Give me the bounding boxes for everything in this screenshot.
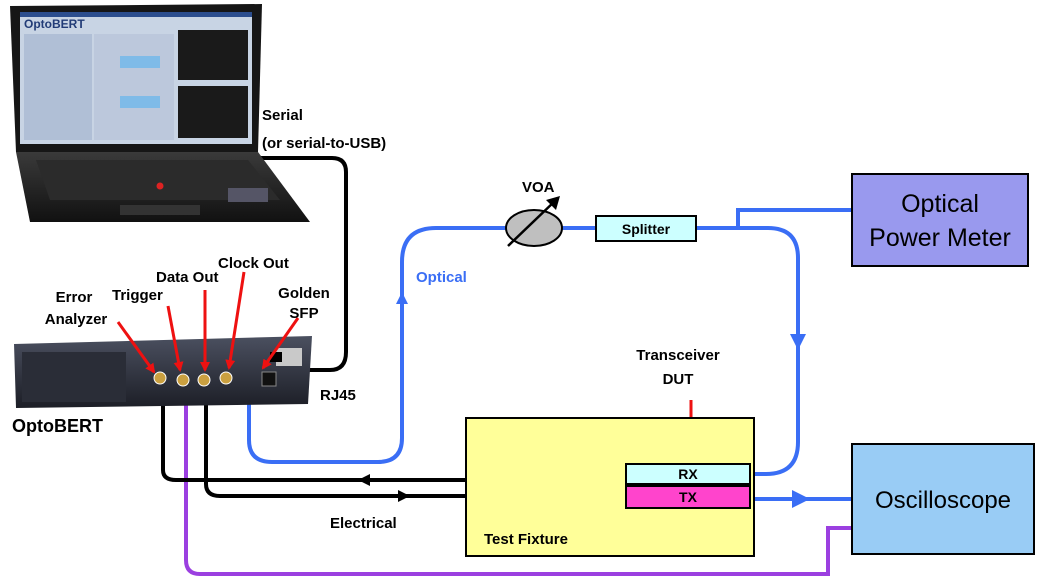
arrow-trigger [166, 305, 184, 372]
label-optobert: OptoBERT [12, 416, 103, 436]
port-error [153, 371, 167, 385]
screen-app-title: OptoBERT [24, 17, 85, 31]
label-serial-note: (or serial-to-USB) [262, 135, 386, 152]
oscilloscope [851, 443, 1035, 555]
label-electrical: Electrical [330, 515, 397, 532]
tx-port [625, 485, 751, 509]
label-optical: Optical [416, 269, 467, 286]
electrical-line-rx [161, 388, 626, 482]
voa [505, 196, 563, 247]
label-oscilloscope: Oscilloscope [875, 487, 1011, 514]
label-splitter: Splitter [622, 221, 671, 237]
label-golden-line2: SFP [289, 305, 318, 322]
electrical-line-tx [204, 388, 626, 498]
arrow-error [116, 321, 156, 374]
arrow-golden [261, 317, 300, 370]
label-rx: RX [678, 466, 698, 482]
splitter-box [595, 215, 697, 242]
label-meter-line2: Power Meter [869, 224, 1011, 252]
label-error-line2: Analyzer [45, 311, 108, 328]
label-meter-line1: Optical [901, 190, 979, 218]
laptop: OptoBERT [10, 4, 310, 222]
label-golden-line1: Golden [278, 285, 330, 302]
optical-arrow-up [396, 292, 408, 304]
label-error-line1: Error [56, 289, 93, 306]
label-serial: Serial [262, 107, 303, 124]
optobert-unit [14, 336, 312, 408]
label-voa: VOA [522, 179, 555, 196]
rx-port [625, 463, 751, 485]
clock-cable [184, 384, 852, 576]
label-tx: TX [679, 489, 698, 505]
port-trigger [176, 373, 190, 387]
label-transceiver-line1: Transceiver [636, 347, 720, 364]
serial-cable [258, 156, 348, 372]
optical-fiber-tx [247, 226, 506, 464]
port-data [197, 373, 211, 387]
label-transceiver-line2: DUT [663, 371, 694, 388]
scope-arrow [792, 490, 810, 508]
label-test-fixture: Test Fixture [484, 531, 568, 548]
label-trigger: Trigger [112, 287, 163, 304]
label-clock-out: Clock Out [218, 255, 289, 272]
label-data-out: Data Out [156, 269, 219, 286]
port-clock [219, 371, 233, 385]
label-rj45: RJ45 [320, 387, 356, 404]
optical-power-meter [851, 173, 1029, 267]
arrow-clock [225, 271, 246, 370]
splitter-to-meter [696, 208, 852, 230]
optical-arrow-down [790, 334, 806, 350]
